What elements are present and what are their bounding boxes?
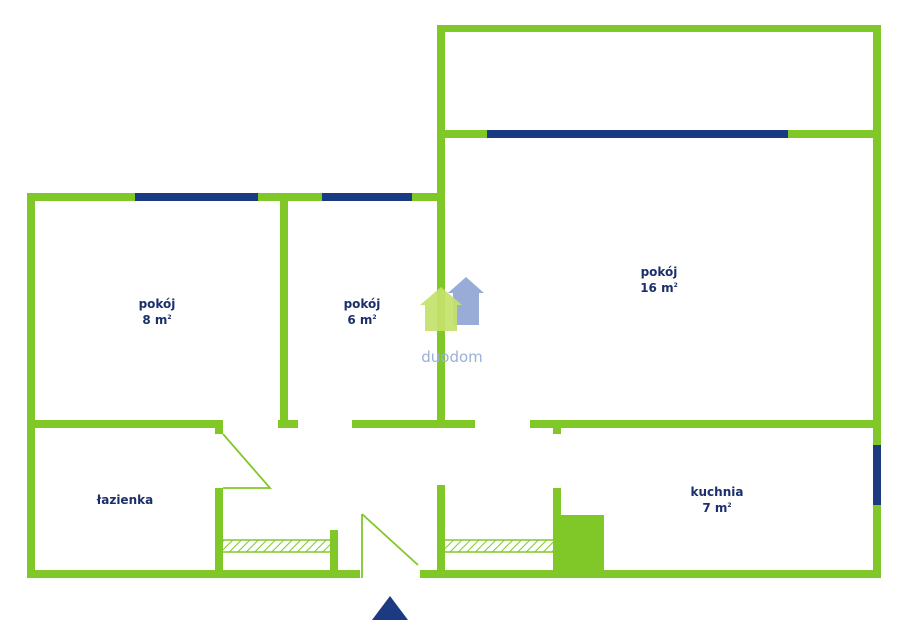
hwall-room6-bottom — [352, 420, 475, 428]
closet-left — [223, 540, 330, 552]
door-swings — [222, 433, 419, 578]
room-16-area-value: 16 m — [640, 281, 673, 295]
outer-right-wall-lower — [873, 505, 881, 578]
outer-left-wall — [27, 193, 35, 578]
room-8-area-value: 8 m — [142, 313, 167, 327]
hwall-bath-top — [27, 420, 223, 428]
balcony-left-wall — [437, 25, 445, 135]
bathroom-door-swing — [222, 433, 272, 489]
wall-room6-room16 — [437, 130, 445, 428]
room-16-name: pokój — [641, 265, 678, 279]
room-6-name: pokój — [344, 297, 381, 311]
window-room8 — [135, 193, 258, 201]
logo-green-house-icon — [420, 287, 462, 331]
hall-right-wall — [437, 485, 445, 578]
kitchen-area: 7 m2 — [702, 501, 731, 515]
closets — [223, 539, 553, 553]
kitchen-name: kuchnia — [691, 485, 744, 499]
room-16-area: 16 m2 — [640, 281, 678, 295]
top-wall-left — [27, 193, 135, 201]
balcony-top-wall — [437, 25, 881, 32]
entrance-door-swing — [361, 513, 419, 578]
logo-text: duodom — [421, 348, 483, 366]
hwall-room16-bottom — [530, 420, 881, 428]
room-16-area-sup: 2 — [674, 282, 678, 289]
room-6-area-sup: 2 — [372, 314, 376, 321]
kitchen-area-value: 7 m — [702, 501, 727, 515]
outer-right-wall-upper — [873, 130, 881, 445]
room-8-area-sup: 2 — [167, 314, 171, 321]
room-6-area: 6 m2 — [347, 313, 376, 327]
duodom-logo: duodom — [420, 277, 484, 366]
door-jamb-bath — [215, 420, 223, 434]
entrance-arrow-icon — [372, 596, 408, 620]
room-8-area: 8 m2 — [142, 313, 171, 327]
closet-right — [445, 540, 553, 552]
balcony-right-wall — [873, 25, 881, 137]
windows — [135, 130, 881, 505]
bottom-wall-right — [420, 570, 881, 578]
room-8-name: pokój — [139, 297, 176, 311]
wall-room8-room6 — [280, 193, 288, 428]
bottom-wall-left — [27, 570, 360, 578]
top-wall-right — [412, 193, 445, 201]
window-balcony — [487, 130, 788, 138]
window-room6 — [322, 193, 412, 201]
room-6-area-value: 6 m — [347, 313, 372, 327]
closet-left-wall-end — [330, 530, 338, 578]
room-labels: pokój 8 m2 pokój 6 m2 pokój 16 m2 łazien… — [96, 265, 744, 515]
hwall-stub-1 — [278, 420, 298, 428]
bathroom-name: łazienka — [96, 493, 153, 507]
walls — [27, 25, 881, 578]
balcony-bottom-wall-left — [437, 130, 487, 138]
balcony-bottom-wall-right — [788, 130, 881, 138]
top-wall-mid — [258, 193, 322, 201]
window-kitchen — [873, 445, 881, 505]
door-jamb-kitchen — [553, 420, 561, 434]
kitchen-area-sup: 2 — [727, 502, 731, 509]
kitchen-cabinet — [553, 515, 604, 578]
bathroom-right-wall — [215, 488, 223, 578]
